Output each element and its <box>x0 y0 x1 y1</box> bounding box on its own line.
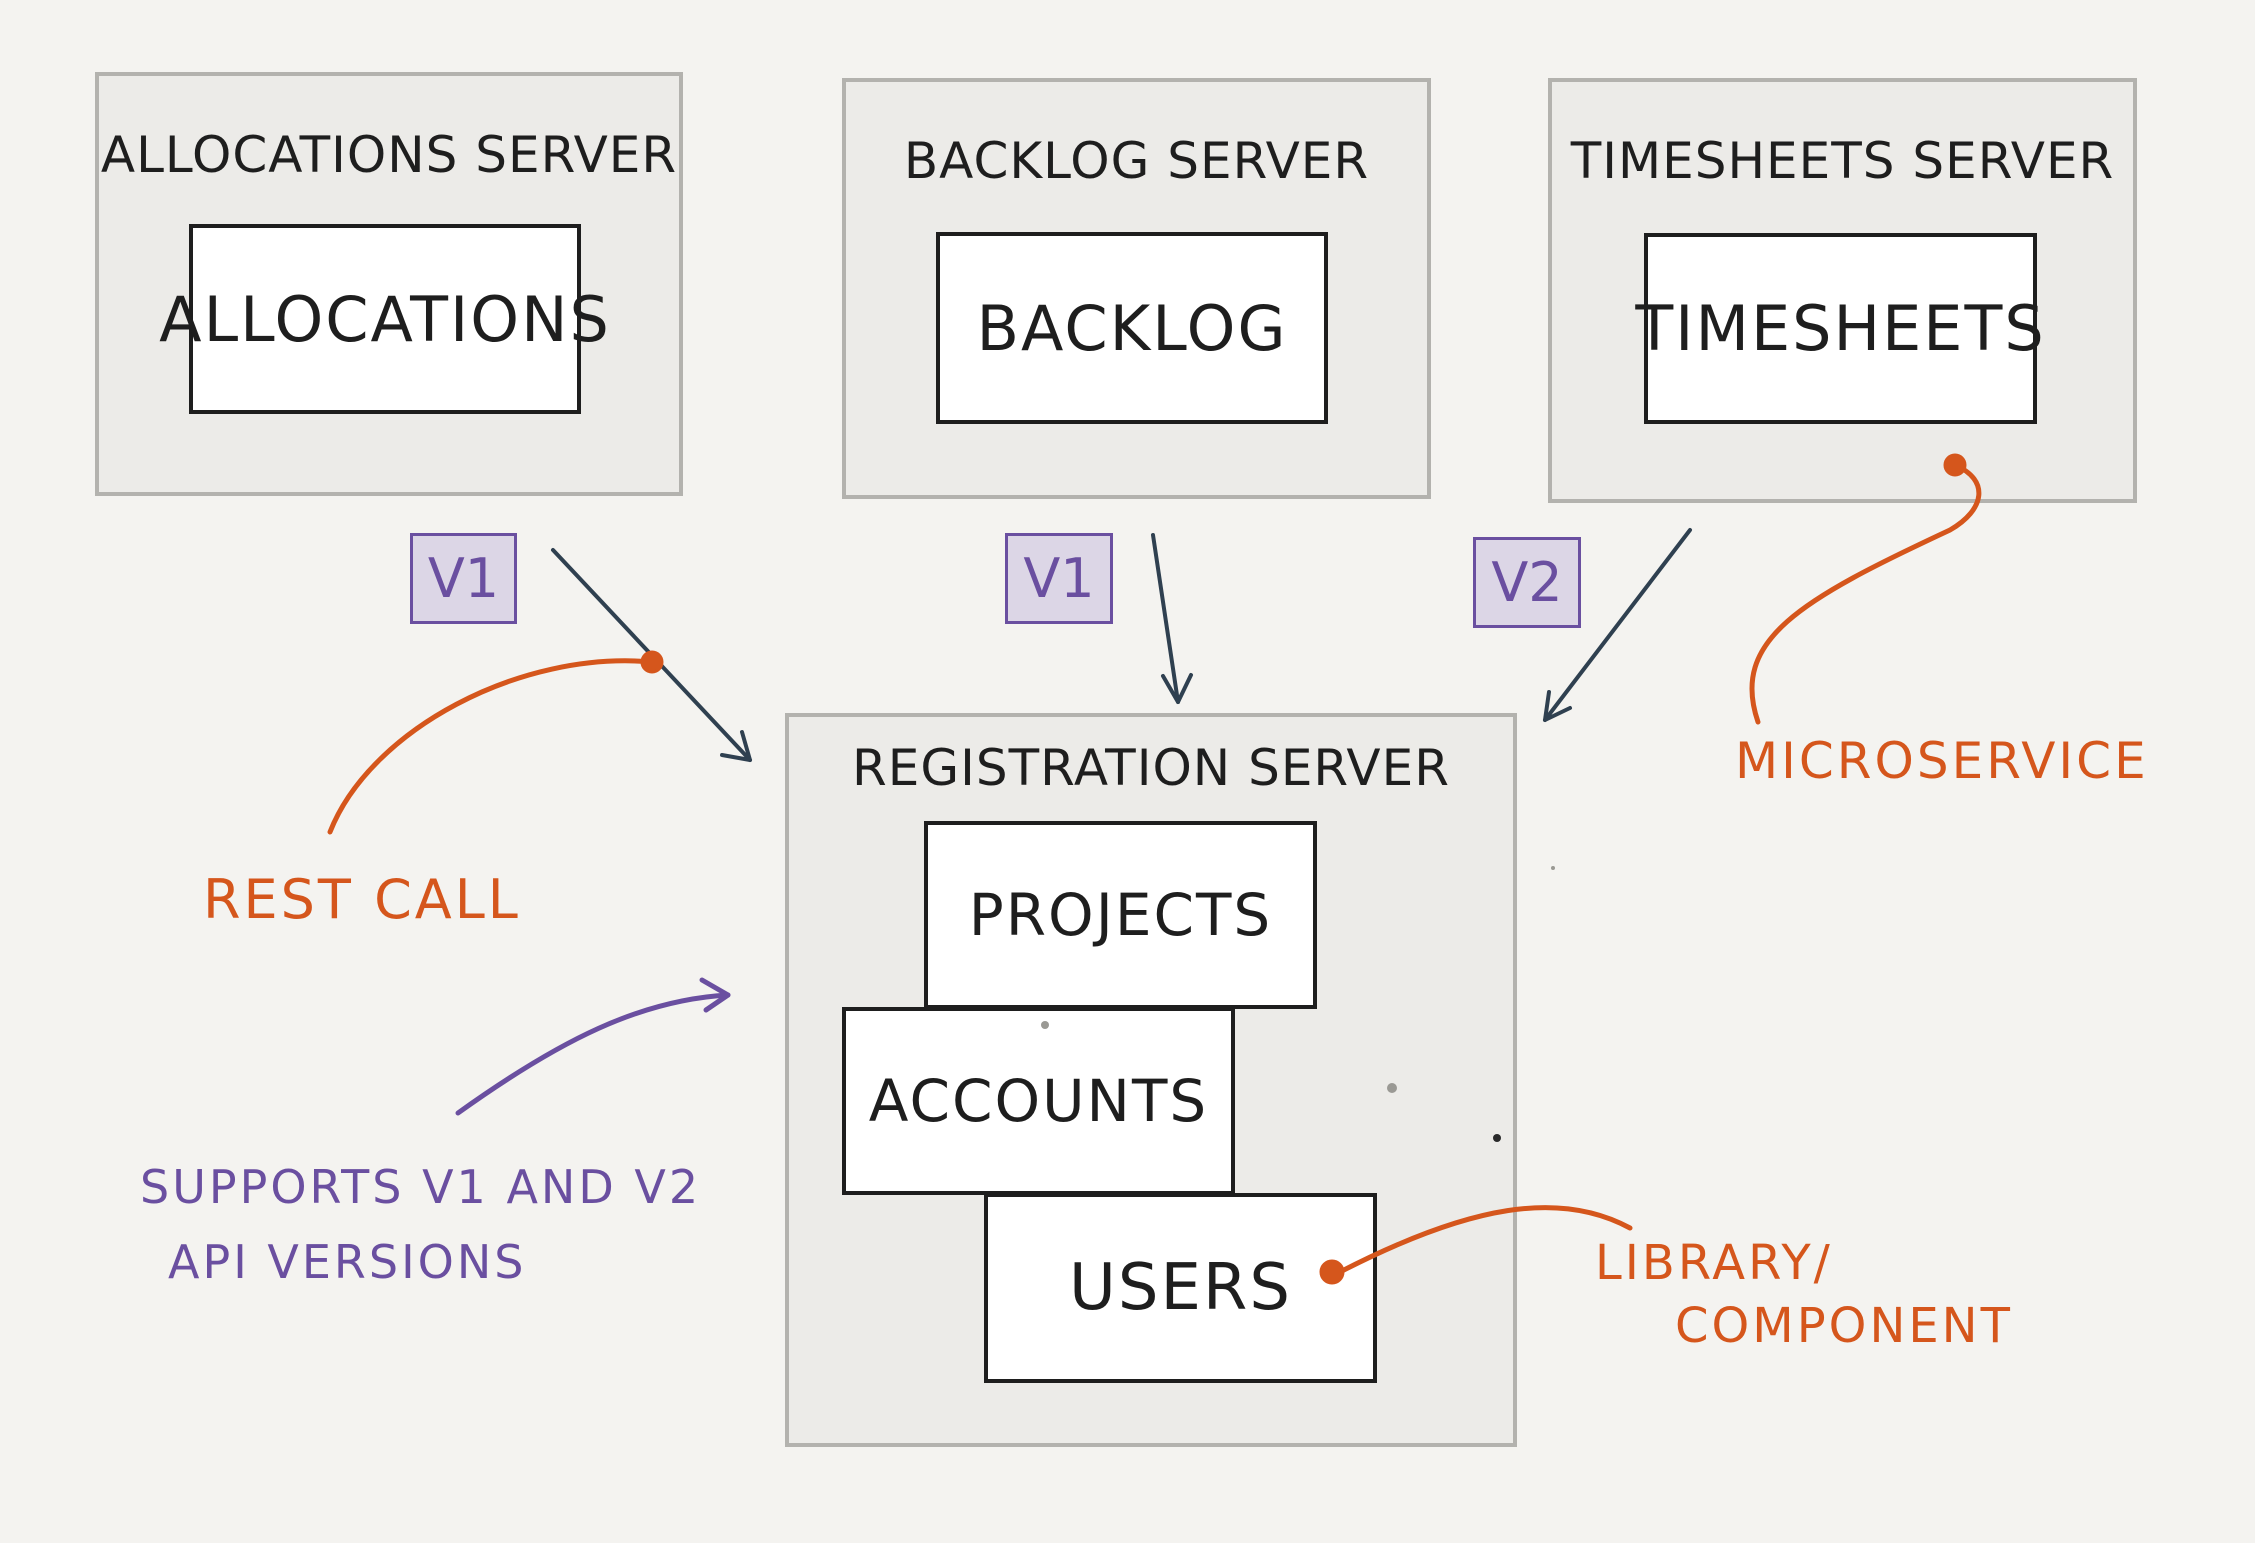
users-component: Users <box>984 1193 1377 1383</box>
supports-versions-annotation-line2: API Versions <box>168 1235 527 1289</box>
timesheets-server-title: Timesheets Server <box>1570 132 2115 190</box>
rest-call-pointer <box>327 658 655 835</box>
library-component-annotation-line1: Library/ <box>1595 1235 1833 1291</box>
projects-component-label: Projects <box>968 881 1273 949</box>
rest-call-dot-icon <box>640 650 664 674</box>
supports-versions-annotation-line1: Supports V1 and V2 <box>140 1160 702 1214</box>
microservice-pointer <box>1749 462 1982 725</box>
timesheets-version-tag: V2 <box>1473 537 1581 628</box>
allocations-to-registration-arrow <box>551 548 752 762</box>
timesheets-component: Timesheets <box>1635 233 2044 424</box>
stray-dot-icon <box>1551 866 1555 870</box>
backlog-version-tag: V1 <box>1005 533 1113 624</box>
timesheets-component-label: Timesheets <box>1635 292 2046 365</box>
supports-versions-arrowhead-icon <box>699 977 731 1013</box>
allocations-version-tag: V1 <box>410 533 517 624</box>
backlog-arrowhead-icon <box>1161 673 1193 704</box>
rest-call-annotation: Rest Call <box>203 868 521 931</box>
backlog-to-registration-arrow <box>1151 533 1180 704</box>
users-component-label: Users <box>1069 1251 1292 1325</box>
allocations-component-label: Allocations <box>159 282 611 356</box>
supports-versions-pointer <box>455 992 731 1116</box>
timesheets-server: Timesheets Server Timesheets <box>1548 78 2137 503</box>
registration-server: Registration Server Projects Accounts Us… <box>785 713 1517 1447</box>
backlog-server-title: Backlog Server <box>903 132 1370 190</box>
library-component-annotation-line2: Component <box>1675 1298 2013 1354</box>
backlog-component: Backlog <box>936 232 1328 424</box>
backlog-component-label: Backlog <box>976 291 1288 365</box>
allocations-server-title: Allocations Server <box>100 126 678 184</box>
accounts-component-label: Accounts <box>868 1067 1209 1135</box>
accounts-component: Accounts <box>842 1007 1235 1195</box>
backlog-server: Backlog Server Backlog <box>842 78 1431 499</box>
projects-component: Projects <box>924 821 1317 1009</box>
registration-server-title: Registration Server <box>852 739 1450 797</box>
timesheets-arrowhead-icon <box>1543 690 1572 722</box>
allocations-arrowhead-icon <box>720 730 752 762</box>
microservice-annotation: Microservice <box>1735 732 2149 790</box>
allocations-component: Allocations <box>159 224 609 414</box>
allocations-server: Allocations Server Allocations <box>95 72 683 496</box>
